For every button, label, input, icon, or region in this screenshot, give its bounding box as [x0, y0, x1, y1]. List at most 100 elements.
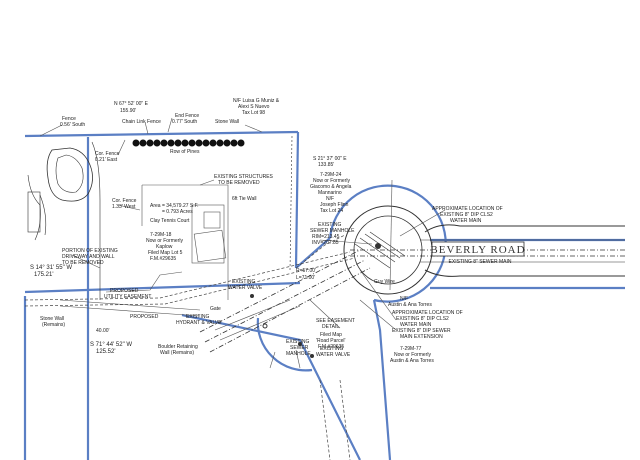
symbols	[250, 294, 314, 358]
road-name-box	[431, 241, 525, 257]
right-owner-2: Giacomo & Angela	[310, 184, 352, 190]
right-owner-4: Joseph Flinn	[320, 202, 349, 208]
stone-wall-remains-2: (Remains)	[42, 322, 65, 328]
sewer-manhole-2: SEWER MANHOLE	[310, 228, 355, 234]
austin-label: Austin & Ana Torres	[388, 302, 432, 308]
north-boundary	[24, 130, 299, 138]
approx-water-3: WATER MAIN	[400, 322, 432, 328]
proposed-label: PROPOSED	[130, 314, 159, 320]
approx-sewer: APPROXIMATE LOCATION OF	[432, 206, 503, 212]
sewer-mh-b: EXISTING	[286, 339, 309, 345]
existing-water-valve-2: WATER VALVE	[316, 352, 351, 358]
approx-sewer-3: WATER MAIN	[450, 218, 482, 224]
portion-existing-2: DRIVEWAY AND WALL	[62, 254, 115, 260]
cor-fence-east: Cor. Fence	[95, 151, 120, 157]
stone-wall-remains: Stone Wall	[40, 316, 64, 322]
austin-nf: N/F	[400, 296, 408, 302]
cor-fence-west: Cor. Fence	[112, 198, 137, 204]
row-of-pines-label: Row of Pines	[170, 149, 200, 155]
distance-right: 133.85'	[318, 162, 334, 168]
approx-water-2: EXISTING 8" DIP CLS2	[396, 316, 449, 322]
road-parcel-line	[181, 313, 361, 460]
sewer-mh-b-2: SEWER	[290, 345, 309, 351]
boulder-wall: Boulder Retaining	[158, 344, 198, 350]
utility-easement: PROPOSED	[110, 288, 139, 294]
gate-label: Gate	[210, 306, 221, 312]
filed-map-3: F.M.#29635	[318, 344, 344, 350]
neighbor-pool	[27, 147, 93, 241]
lot-owner-2: Kaplow	[156, 244, 173, 250]
labels: N 67° 52' 00" E 155.90' N/F Luisa G Muni…	[30, 98, 503, 364]
lot-fm: F.M.#29635	[150, 256, 176, 262]
sewer-ext: EXISTING 8" DIP SEWER	[392, 328, 451, 334]
fence-south-val: 0.56' South	[60, 122, 85, 128]
approx-water: APPROXIMATE LOCATION OF	[392, 310, 463, 316]
existing-structures	[105, 184, 229, 300]
sewer-manhole: EXISTING	[318, 222, 341, 228]
distance-left: 175.21'	[34, 272, 54, 278]
bearing-right: S 21° 37' 00" E	[313, 156, 347, 162]
cor-fence-west-val: 1.33' West	[112, 204, 136, 210]
portion-existing: PORTION OF EXISTING	[62, 248, 118, 254]
utility-easement-2: UTILITY EASEMENT	[104, 294, 151, 300]
utility-lines	[24, 234, 371, 460]
see-easement-2: DETAIL	[322, 324, 339, 330]
owner-top-3: Tax Lot 98	[242, 110, 265, 116]
arc-label: L=71.00'	[296, 275, 315, 281]
right-owner-1: Now or Formerly	[313, 178, 350, 184]
sewer-rim: RIM=213.45	[312, 234, 340, 240]
area-sf: Area = 34,579.27 S.F.	[150, 203, 199, 209]
water-valve-label-2: WATER VALVE	[228, 285, 263, 291]
distance-top: 155.90'	[120, 108, 136, 114]
hydrant-label-2: HYDRANT & VALVE	[176, 320, 222, 326]
sewer-inv: INV=207.85	[312, 240, 339, 246]
tie-wall: 6ft Tie Wall	[232, 196, 257, 202]
lot-b-3: Austin & Ana Torres	[390, 358, 434, 364]
stone-wall-top: Stone Wall	[215, 119, 239, 125]
filed-map-2: 'Road Parcel'	[316, 338, 345, 344]
chain-link-fence: Chain Link Fence	[122, 119, 161, 125]
existing-water-valve: EXISTING	[320, 346, 343, 352]
end-fence-val: 0.77' South	[172, 119, 197, 125]
portion-existing-3: TO BE REMOVED	[62, 260, 104, 266]
hydrant-label: EXISTING	[186, 314, 209, 320]
owner-top: N/F Luisa G Muniz &	[233, 98, 280, 104]
end-fence: End Fence	[175, 113, 199, 119]
bearing-top: N 67° 52' 00" E	[114, 101, 149, 107]
approx-sewer-2: EXISTING 8" DIP CLS2	[440, 212, 493, 218]
right-nf: N/F	[326, 196, 334, 202]
guy-wire-label: Guy Wire	[374, 279, 395, 285]
lot-b: 7-29M-77	[400, 346, 422, 352]
lot-number: 7-29M-18	[150, 232, 172, 238]
radius-label: R=57.00'	[296, 268, 316, 274]
right-taxlot: Tax Lot 24	[320, 208, 343, 214]
sewer-mh-b-3: MANHOLE	[286, 351, 311, 357]
owner-top-2: Alexi S Nuevo	[238, 104, 270, 110]
to-be-removed-label: TO BE REMOVED	[218, 180, 260, 186]
sewer-ext-2: MAIN EXTENSION	[400, 334, 443, 340]
lot-b-2: Now or Formerly	[394, 352, 431, 358]
road-sub-label: EXISTING 8" SEWER MAIN	[449, 259, 512, 265]
right-owner-3: Mannarino	[318, 190, 342, 196]
cul-de-sac-boundary	[328, 184, 447, 303]
existing-structures-label: EXISTING STRUCTURES	[214, 174, 274, 180]
leader-lines	[39, 117, 446, 369]
cor-fence-east-val: 0.21' East	[95, 157, 118, 163]
area-acres: = 0.793 Acres	[162, 209, 193, 215]
filed-map: Filed Map	[320, 332, 342, 338]
distance-bottom: 125.52'	[96, 349, 116, 355]
water-valve-label: EXISTING	[232, 279, 255, 285]
fence-south: Fence	[62, 116, 76, 122]
right-lot: 7-29M-24	[320, 172, 342, 178]
road-east-line	[372, 299, 392, 460]
dist-40: 40.00'	[96, 328, 110, 334]
boulder-wall-2: Wall (Remains)	[160, 350, 194, 356]
see-easement: SEE EASEMENT	[316, 318, 355, 324]
corner-arc	[256, 317, 313, 372]
bearing-left: S 14° 31' 55" W	[30, 265, 72, 271]
east-corner	[295, 237, 331, 269]
row-of-pines	[132, 139, 245, 147]
road-name: BEVERLY ROAD	[430, 244, 525, 256]
